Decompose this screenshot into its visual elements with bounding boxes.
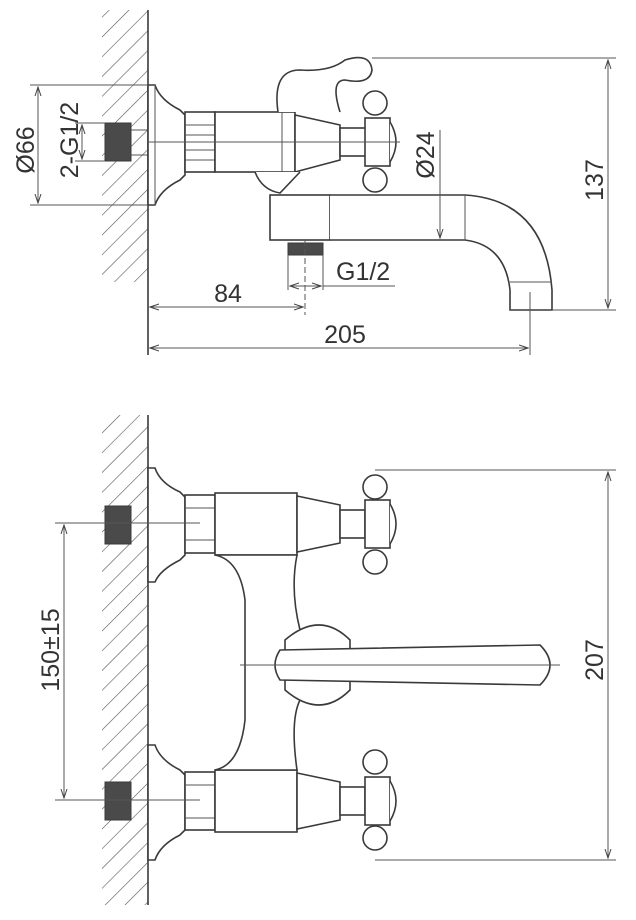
label-spout-diameter: Ø24 (412, 131, 440, 178)
dim-spout-reach: 205 (150, 292, 531, 355)
wall-hatching-bottom (102, 415, 148, 905)
handle-knob-top (362, 90, 388, 116)
dim-shower-outlet: G1/2 (290, 258, 395, 286)
inlet-thread (104, 122, 132, 162)
label-total-height: 137 (581, 159, 609, 201)
dim-outlet-offset: 84 (150, 280, 303, 308)
diverter-block (269, 194, 331, 241)
lower-inlet (104, 744, 397, 861)
label-flange-diameter: Ø66 (12, 126, 40, 173)
wall-flange (147, 84, 186, 206)
side-view: Ø66 2-G1/2 Ø24 137 G1/2 84 205 (12, 10, 616, 355)
top-view: 150±15 207 (37, 415, 616, 905)
handle-knob-bottom (362, 167, 388, 193)
dim-total-height: 137 (372, 57, 616, 311)
label-shower-outlet-thread: G1/2 (336, 258, 390, 286)
spout (330, 194, 553, 311)
dim-spout-diameter: Ø24 (412, 130, 440, 238)
mixer-body-top (214, 554, 301, 771)
dim-inlet-spacing: 150±15 (37, 522, 200, 801)
label-spout-reach: 205 (324, 321, 366, 349)
label-total-width: 207 (581, 639, 609, 681)
label-inlet-spacing: 150±15 (37, 608, 65, 691)
dim-flange-diameter: Ø66 (12, 84, 148, 206)
dim-inlet-thread: 2-G1/2 (56, 102, 105, 178)
dim-total-width: 207 (375, 469, 616, 861)
diverter-lever (276, 56, 373, 113)
label-outlet-offset: 84 (214, 280, 242, 308)
label-inlet-thread: 2-G1/2 (56, 102, 84, 178)
upper-inlet (104, 467, 397, 583)
